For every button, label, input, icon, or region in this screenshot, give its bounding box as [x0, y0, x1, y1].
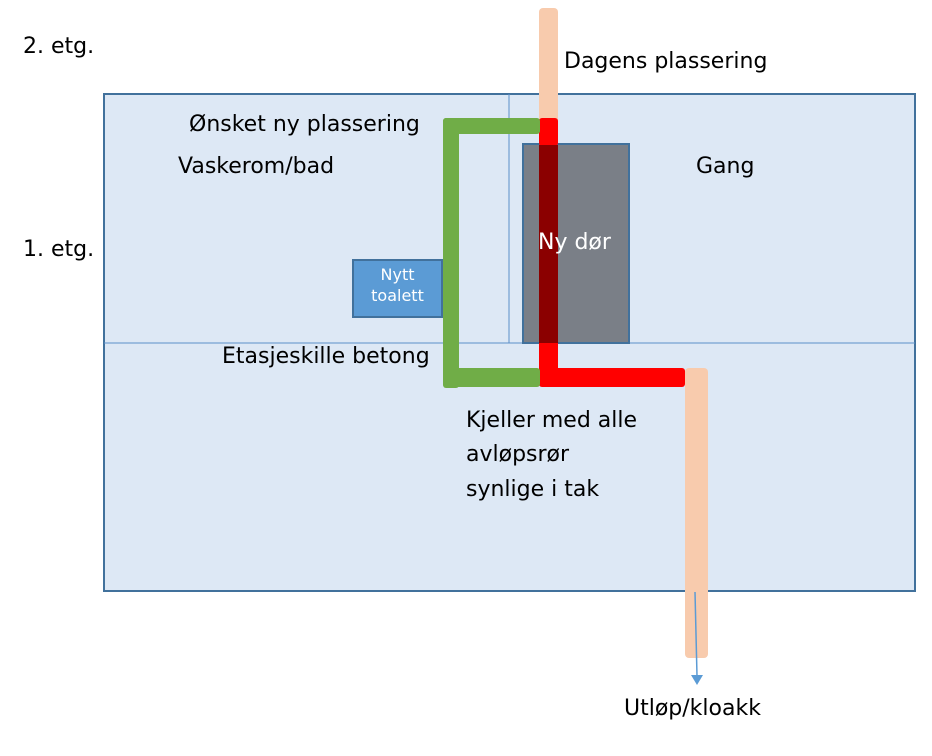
current-location-label: Dagens plassering: [564, 49, 768, 74]
desired-location-label: Ønsket ny plassering: [189, 112, 420, 137]
outlet-arrow-line: [694, 591, 698, 677]
existing-pipe-lower: [685, 368, 708, 658]
new-door-label: Ny dør: [538, 230, 611, 255]
desired-route-vertical: [443, 118, 459, 388]
desired-route-bottom: [443, 368, 540, 387]
floor2-label: 2. etg.: [23, 34, 95, 59]
existing-pipe-upper: [539, 8, 558, 128]
laundry-bath-label: Vaskerom/bad: [178, 154, 335, 179]
basement-label-line1: Kjeller med alle: [466, 408, 638, 433]
current-route-top: [539, 118, 558, 146]
new-toilet-label-line2: toalett: [371, 285, 424, 305]
new-toilet: [352, 259, 443, 318]
outlet-arrow-head: [691, 675, 703, 685]
basement-label-line2: avløpsrør: [466, 442, 570, 467]
floor-slab-label: Etasjeskille betong: [222, 344, 430, 369]
floor1-label: 1. etg.: [23, 237, 95, 262]
outlet-label: Utløp/kloakk: [624, 696, 761, 721]
current-route-behind-door: [539, 145, 558, 343]
hallway-label: Gang: [696, 154, 755, 179]
desired-route-top: [443, 118, 540, 134]
new-toilet-label: Nytt toalett: [353, 265, 442, 307]
current-route-horizontal: [539, 368, 685, 387]
basement-label-line3: synlige i tak: [466, 477, 600, 502]
current-route-lower-vertical: [539, 343, 558, 370]
new-toilet-label-line1: Nytt: [380, 265, 415, 284]
